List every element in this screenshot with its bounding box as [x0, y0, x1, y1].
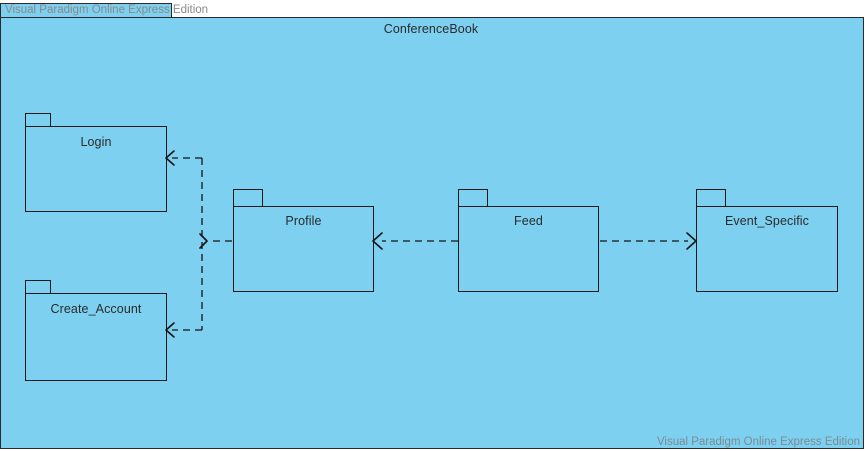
package-tab-login: [25, 113, 51, 127]
package-label-conferencebook: ConferenceBook: [383, 22, 479, 36]
package-label-create-account: Create_Account: [50, 302, 142, 316]
package-tab-conferencebook: [0, 3, 172, 18]
package-body-profile: [233, 206, 374, 292]
package-tab-feed: [458, 189, 488, 207]
package-label-profile: Profile: [285, 214, 322, 228]
watermark-bottom: Visual Paradigm Online Express Edition: [656, 436, 860, 448]
package-body-login: [25, 126, 167, 212]
package-tab-profile: [233, 189, 263, 207]
package-label-login: Login: [80, 135, 112, 149]
package-feed[interactable]: Feed: [458, 189, 599, 292]
package-profile[interactable]: Profile: [233, 189, 374, 292]
package-body-create-account: [25, 293, 167, 381]
package-label-feed: Feed: [514, 214, 543, 228]
package-event-specific[interactable]: Event_Specific: [696, 189, 838, 292]
package-body-feed: [458, 206, 599, 292]
package-login[interactable]: Login: [25, 113, 167, 212]
watermark-top: Visual Paradigm Online Express Edition: [5, 4, 209, 16]
package-label-event-specific: Event_Specific: [724, 214, 810, 228]
package-create-account[interactable]: Create_Account: [25, 280, 167, 381]
package-body-event-specific: [696, 206, 838, 292]
package-tab-event-specific: [696, 189, 726, 207]
package-tab-create-account: [25, 280, 51, 294]
